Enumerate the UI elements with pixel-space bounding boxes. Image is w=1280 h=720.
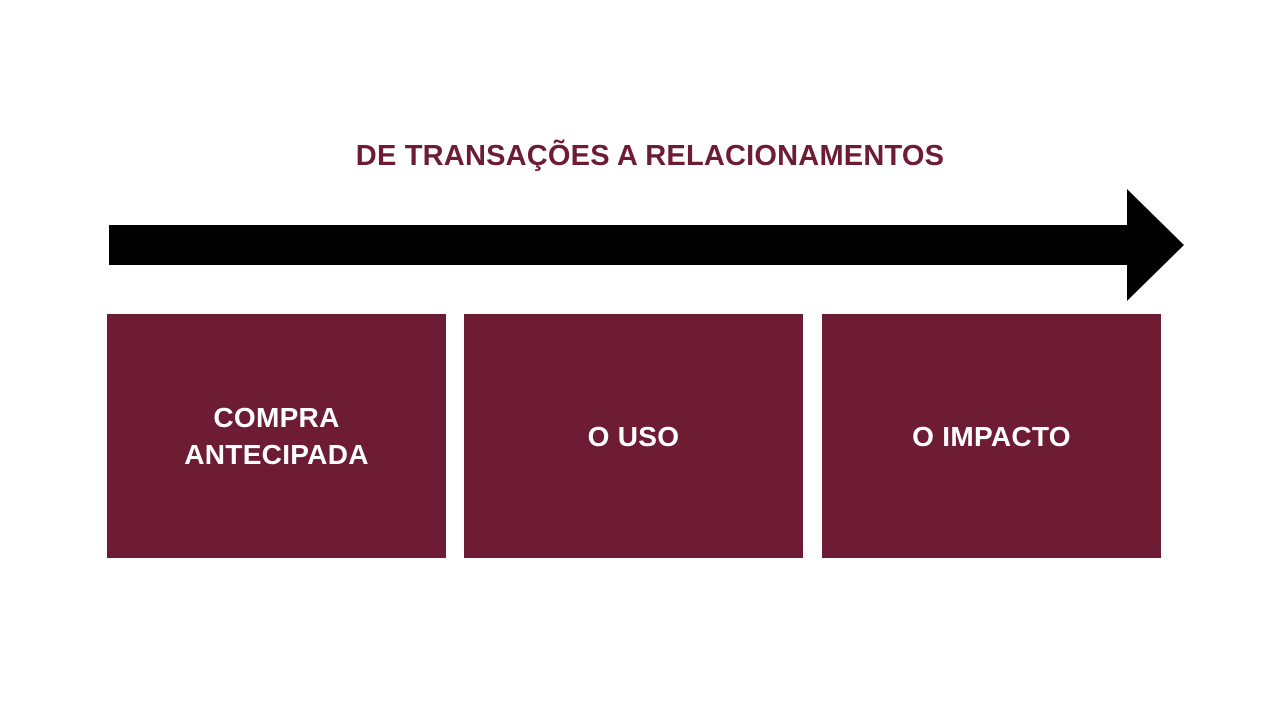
stage-label: COMPRA ANTECIPADA [184,402,369,470]
stage-label: O USO [587,420,680,452]
stage-box-compra-antecipada: COMPRA ANTECIPADA [107,314,446,558]
stage-box-o-uso: O USO [464,314,803,558]
stage-label: O IMPACTO [912,420,1071,452]
arrow-shape [109,189,1184,301]
stage-box-o-impacto: O IMPACTO [822,314,1161,558]
diagram-title: DE TRANSAÇÕES A RELACIONAMENTOS [355,140,945,172]
